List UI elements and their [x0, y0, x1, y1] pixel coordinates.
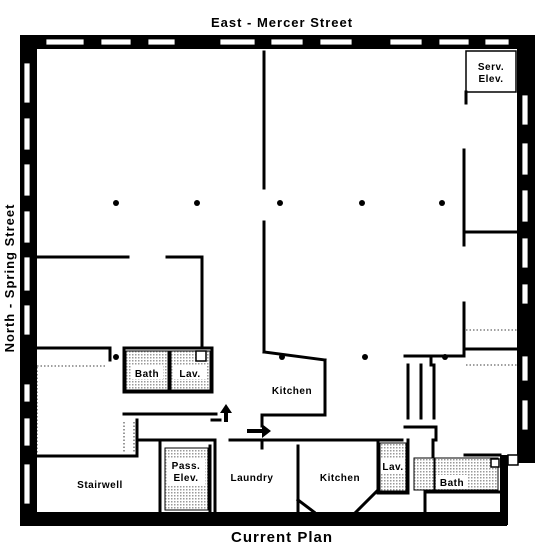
plan-title: Current Plan: [231, 529, 333, 546]
street-label-left: North - Spring Street: [2, 204, 17, 353]
label-pass-elev-2: Elev.: [173, 473, 198, 484]
up-arrow-icon: [220, 404, 232, 422]
label-kitchen-bottom: Kitchen: [320, 473, 360, 484]
label-laundry: Laundry: [231, 473, 274, 484]
columns: [113, 200, 448, 360]
label-bath-right: Bath: [440, 478, 464, 489]
outer-walls: [20, 35, 535, 526]
left-windows: [23, 62, 31, 505]
label-bath-left: Bath: [135, 369, 159, 380]
top-windows: [45, 38, 510, 46]
label-pass-elev-1: Pass.: [172, 461, 201, 472]
label-lav-right: Lav.: [382, 462, 403, 473]
serv-elev-label-1: Serv.: [478, 62, 504, 73]
thin-lines: [36, 329, 518, 457]
street-label-top: East - Mercer Street: [211, 15, 353, 30]
label-stairwell: Stairwell: [77, 480, 123, 491]
serv-elev-box: [465, 50, 517, 93]
fixtures: [195, 350, 519, 468]
right-arrow-icon: [247, 424, 271, 438]
right-windows: [521, 94, 529, 431]
interior-walls: [35, 50, 520, 515]
label-kitchen-center: Kitchen: [272, 386, 312, 397]
serv-elev-label-2: Elev.: [478, 74, 503, 85]
label-lav-left: Lav.: [179, 369, 200, 380]
